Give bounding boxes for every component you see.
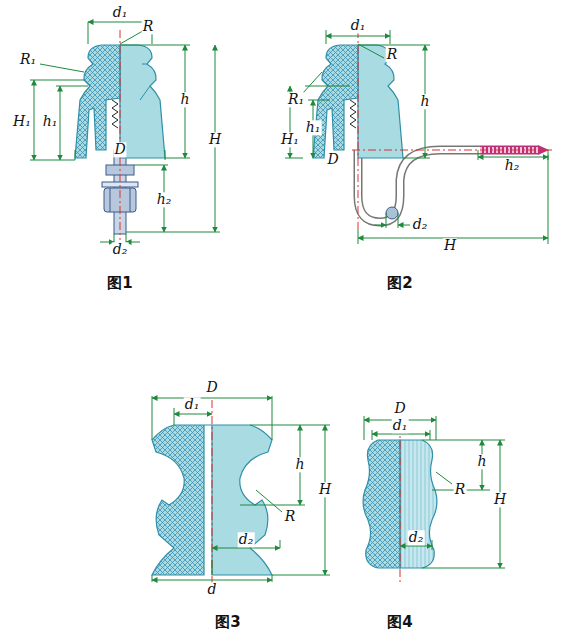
dimension-label: H <box>318 482 332 497</box>
dimension-label: R₁ <box>287 92 305 107</box>
dimension-label: h <box>294 457 305 472</box>
dimension-label: h <box>476 454 487 469</box>
dimension-label: R <box>454 482 467 497</box>
dimension-label: d₂ <box>112 242 129 257</box>
dimension-label: H <box>208 132 222 147</box>
figure-1 <box>75 30 165 240</box>
figure-caption: 图4 <box>386 614 413 631</box>
dimension-label: d₁ <box>350 18 367 33</box>
dimension-label: H <box>493 492 507 507</box>
dimension-label: D <box>326 152 339 167</box>
dimension-label: d₁ <box>184 397 201 412</box>
dimension-label: H₁ <box>280 132 300 147</box>
dimension-label: d₂ <box>408 530 425 545</box>
dimension-label: R <box>142 19 155 34</box>
dimension-label: d <box>207 582 218 597</box>
dimension-label: R <box>284 509 297 524</box>
figure-caption: 图3 <box>214 614 241 631</box>
dimension-label: H₁ <box>12 114 32 129</box>
dimension-label: R <box>386 47 399 62</box>
figure-4 <box>363 425 437 585</box>
dimension-label: H <box>443 238 457 253</box>
dimension-label: d₂ <box>238 532 255 547</box>
dimension-label: D <box>113 142 126 157</box>
dimension-label: h₂ <box>504 158 521 173</box>
dimension-label: d₁ <box>392 418 409 433</box>
dimension-label: D <box>205 380 218 395</box>
dimension-lines <box>30 22 548 582</box>
dimension-label: h <box>179 92 190 107</box>
figure-2 <box>313 30 552 230</box>
dimension-label: h₂ <box>156 192 173 207</box>
dimension-label: D <box>393 401 406 416</box>
figure-caption: 图2 <box>386 275 413 292</box>
dimension-label: d₂ <box>412 217 429 232</box>
dimension-label: h₁ <box>305 120 322 135</box>
figure-caption: 图1 <box>106 275 133 292</box>
dimension-label: d₁ <box>112 5 129 20</box>
dimension-label: R₁ <box>19 52 37 67</box>
dimension-label: h <box>419 94 430 109</box>
dimension-label: h₁ <box>42 114 59 129</box>
